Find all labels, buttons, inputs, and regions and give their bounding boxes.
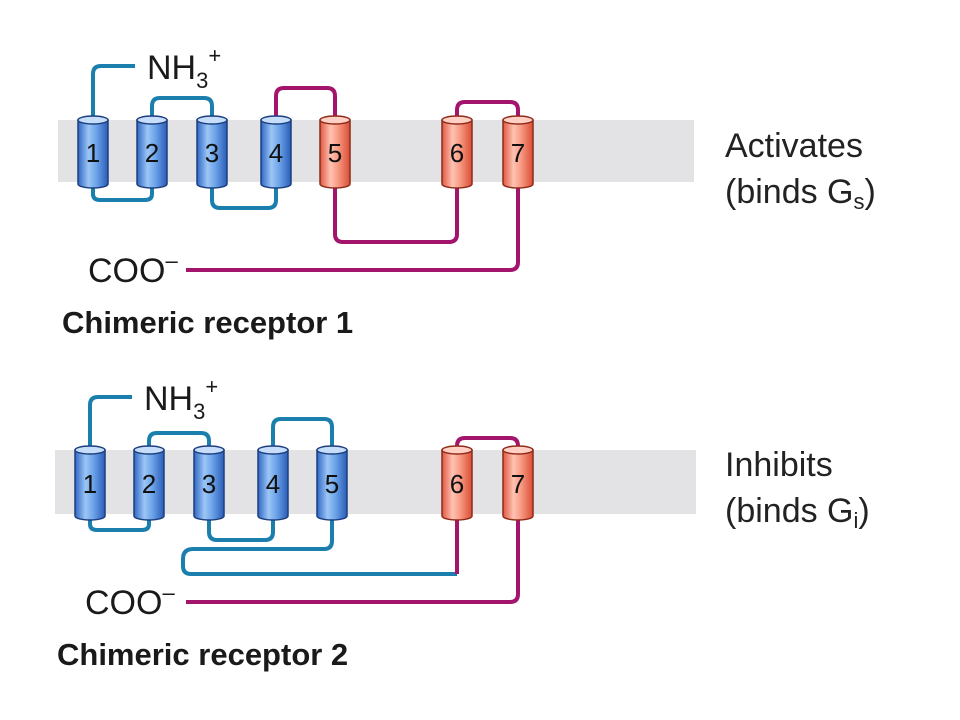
helix-body bbox=[133, 449, 165, 521]
helix-2: 2 bbox=[136, 115, 168, 189]
helix-cap bbox=[133, 445, 165, 455]
caption-receptor-2: Chimeric receptor 2 bbox=[57, 637, 348, 672]
n-terminus-label: NH3+ bbox=[147, 43, 221, 93]
caption-receptor-1: Chimeric receptor 1 bbox=[62, 305, 353, 340]
helix-body bbox=[260, 119, 292, 189]
helix-cap bbox=[193, 445, 225, 455]
helix-5: 5 bbox=[319, 115, 351, 189]
helix-1: 1 bbox=[74, 445, 106, 521]
helix-number-label: 5 bbox=[325, 469, 339, 499]
binding-label: (binds Gs) bbox=[725, 173, 876, 214]
helix-number-label: 1 bbox=[86, 138, 100, 168]
c-terminus-chain bbox=[186, 180, 520, 272]
loop-6-7 bbox=[455, 436, 520, 452]
helix-body bbox=[319, 119, 351, 189]
helix-2: 2 bbox=[133, 445, 165, 521]
effect-label: Inhibits bbox=[725, 446, 833, 484]
loop-2-3 bbox=[150, 96, 214, 120]
n-terminus-chain bbox=[88, 395, 132, 455]
loop-3-4 bbox=[207, 512, 275, 542]
helix-body bbox=[136, 119, 168, 189]
loop-5-6 bbox=[333, 180, 459, 244]
helix-cap bbox=[502, 115, 534, 125]
helix-number-label: 3 bbox=[202, 469, 216, 499]
helix-6: 6 bbox=[441, 115, 473, 189]
helix-4: 4 bbox=[260, 115, 292, 189]
helix-number-label: 4 bbox=[269, 138, 283, 168]
helix-number-label: 2 bbox=[142, 469, 156, 499]
helix-1: 1 bbox=[77, 115, 109, 189]
panel-receptor-1: 1 2 3 4 5 6 7 NH3+ COO– Activates (binds Gs) C… bbox=[58, 43, 876, 340]
c-terminus-label: COO– bbox=[85, 580, 175, 622]
panel-receptor-2: 1 2 3 4 5 6 7 NH3+ COO– Inhibits (binds Gi) Ch… bbox=[55, 374, 870, 672]
helix-cap bbox=[319, 115, 351, 125]
helix-3: 3 bbox=[196, 115, 228, 189]
helix-body bbox=[441, 119, 473, 189]
binding-label: (binds Gi) bbox=[725, 492, 870, 533]
loop-1-2 bbox=[91, 180, 154, 202]
helix-row: 1 2 3 4 5 6 7 bbox=[77, 115, 534, 189]
helix-cap bbox=[441, 115, 473, 125]
helix-body bbox=[193, 449, 225, 521]
n-terminus-label: NH3+ bbox=[144, 374, 218, 424]
helix-cap bbox=[74, 445, 106, 455]
helix-number-label: 5 bbox=[328, 138, 342, 168]
helix-7: 7 bbox=[502, 115, 534, 189]
helix-body bbox=[316, 449, 348, 521]
helix-number-label: 6 bbox=[450, 469, 464, 499]
loop-3-4 bbox=[210, 180, 278, 210]
loop-2-3 bbox=[147, 431, 211, 452]
helix-number-label: 2 bbox=[145, 138, 159, 168]
helix-body bbox=[77, 119, 109, 189]
helix-number-label: 3 bbox=[205, 138, 219, 168]
helix-number-label: 7 bbox=[511, 138, 525, 168]
loop-5-6 bbox=[181, 512, 457, 576]
helix-cap bbox=[136, 115, 168, 125]
helix-number-label: 6 bbox=[450, 138, 464, 168]
helix-body bbox=[441, 449, 473, 521]
helix-3: 3 bbox=[193, 445, 225, 521]
helix-cap bbox=[316, 445, 348, 455]
helix-body bbox=[502, 449, 534, 521]
helix-cap bbox=[441, 445, 473, 455]
c-terminus-label: COO– bbox=[88, 248, 178, 290]
helix-number-label: 7 bbox=[511, 469, 525, 499]
c-terminus-chain bbox=[186, 512, 520, 604]
helix-5: 5 bbox=[316, 445, 348, 521]
helix-body bbox=[196, 119, 228, 189]
loop-1-2 bbox=[88, 512, 151, 532]
helix-number-label: 4 bbox=[266, 469, 280, 499]
helix-7: 7 bbox=[502, 445, 534, 521]
loop-6-7 bbox=[455, 100, 520, 120]
helix-cap bbox=[196, 115, 228, 125]
helix-cap bbox=[502, 445, 534, 455]
helix-body bbox=[74, 449, 106, 521]
helix-number-label: 1 bbox=[83, 469, 97, 499]
effect-label: Activates bbox=[725, 127, 863, 165]
helix-body bbox=[257, 449, 289, 521]
loop-4-5 bbox=[274, 86, 337, 120]
n-terminus-chain bbox=[91, 64, 135, 125]
helix-cap bbox=[77, 115, 109, 125]
helix-cap bbox=[260, 115, 292, 125]
helix-cap bbox=[257, 445, 289, 455]
helix-6: 6 bbox=[441, 445, 473, 521]
helix-4: 4 bbox=[257, 445, 289, 521]
helix-row: 1 2 3 4 5 6 7 bbox=[74, 445, 534, 521]
loop-4-5 bbox=[271, 417, 334, 452]
helix-body bbox=[502, 119, 534, 189]
